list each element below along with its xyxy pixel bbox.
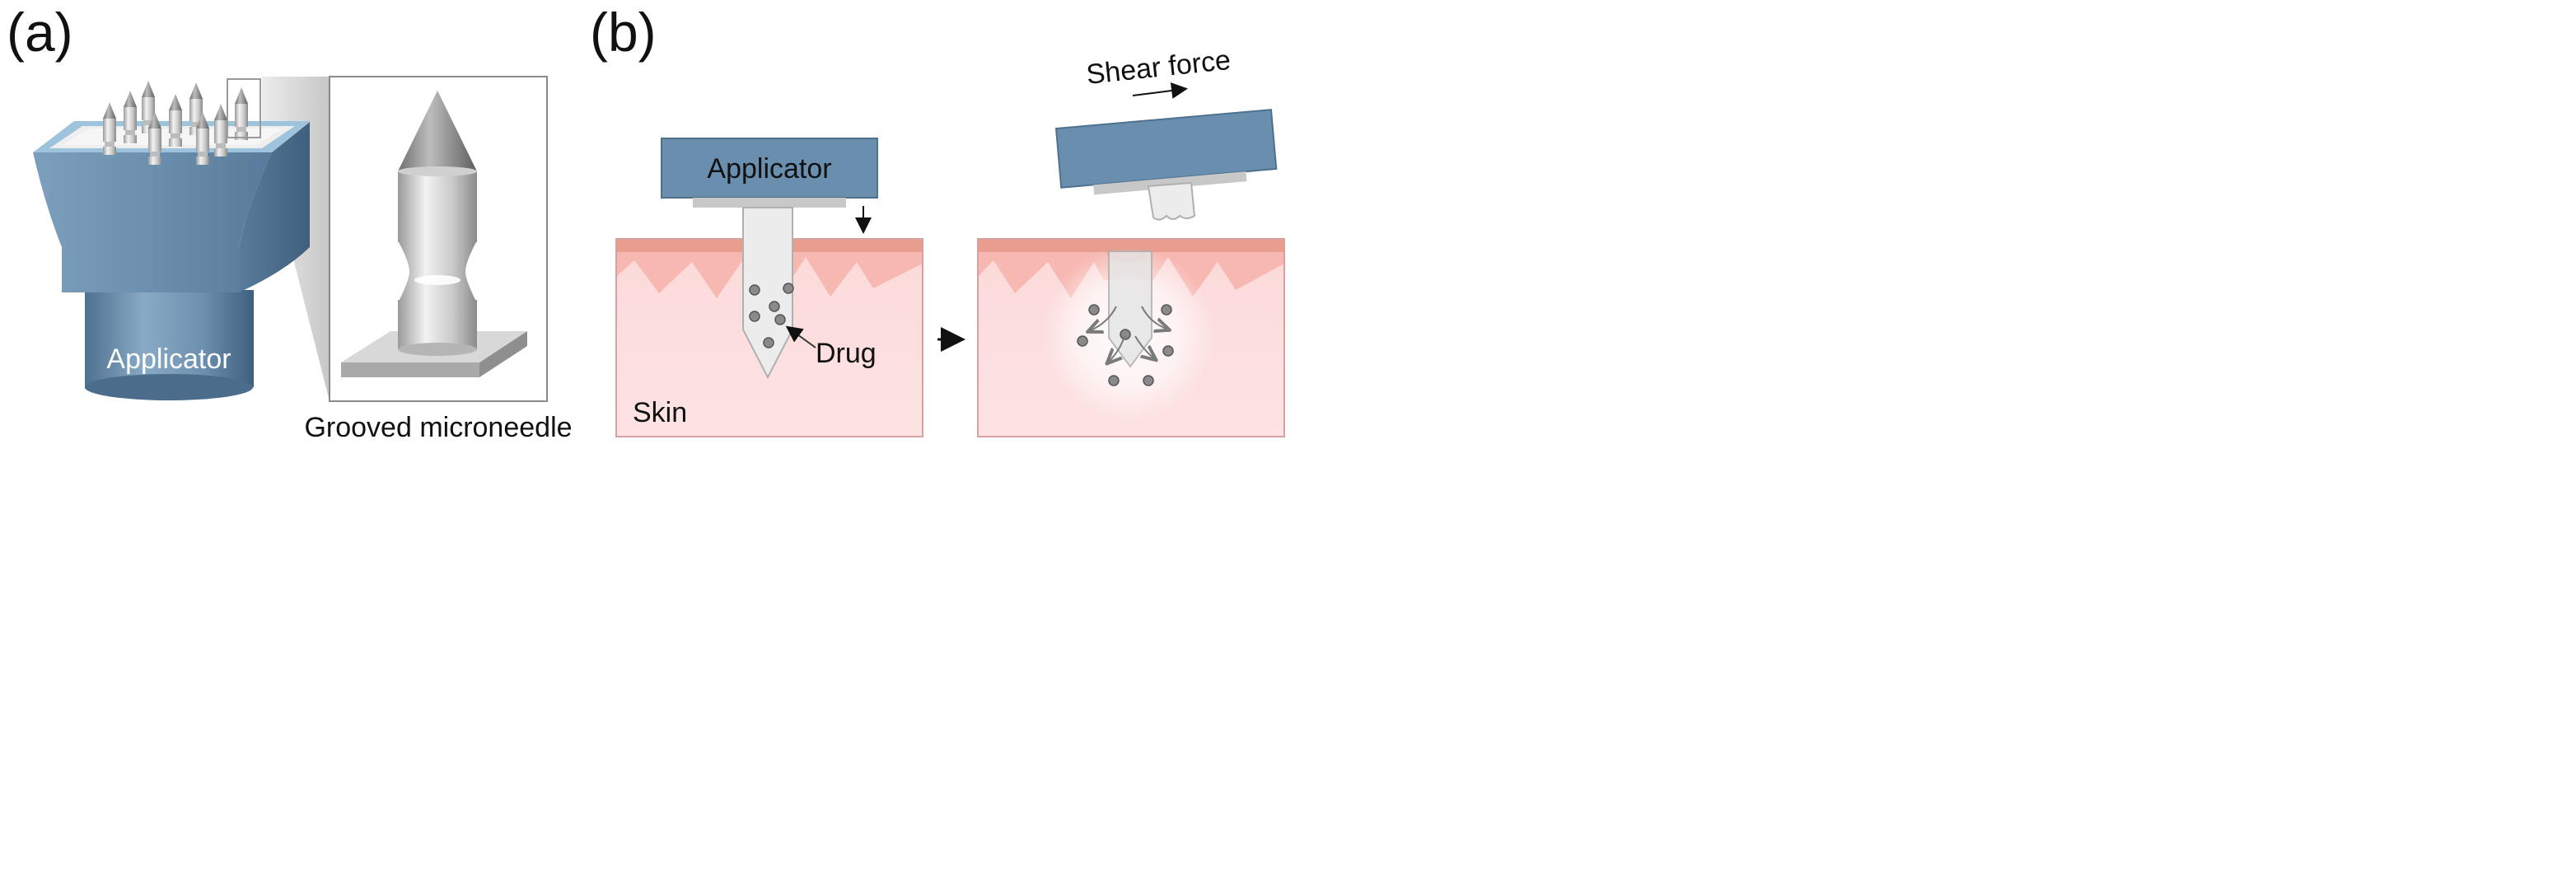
microneedle [169,94,182,147]
zoom-panel [329,76,548,402]
microneedle [235,87,248,140]
broken-needle-base [1147,181,1196,221]
shear-arrow [1132,82,1188,99]
skin-block-right [977,238,1285,437]
drug-particle [1120,329,1131,340]
applicator-label-b: Applicator [707,153,831,185]
drug-particle [769,301,780,312]
applicator-left [661,138,878,380]
applicator-body [33,121,310,292]
drug-particle [749,284,760,296]
microneedle [103,102,116,155]
panel-a: (a) [7,2,573,443]
drug-particle [1108,375,1120,386]
grooved-microneedle-caption: Grooved microneedle [304,412,572,443]
applicator-label-a: Applicator [106,344,231,375]
drug-pointer [785,325,816,348]
drug-particle [1161,304,1172,316]
drug-particle [783,283,794,294]
microneedle [214,104,227,157]
skin-label: Skin [633,397,687,428]
diffusion-arrows [1089,306,1168,362]
drug-particle [1162,345,1174,357]
applicator-right-tilted [1054,109,1278,195]
drug-particle [763,337,774,348]
drug-dots-right [1077,304,1174,386]
zoom-highlight-box [227,78,261,138]
drug-particle [1143,375,1154,386]
microneedle [148,112,161,165]
microneedle [124,91,137,143]
drug-particle [774,314,786,325]
panel-a-label: (a) [7,2,73,63]
applicator-cylinder [85,290,254,400]
panel-b-label: (b) [590,2,657,63]
shear-force-label: Shear force [1085,44,1232,91]
drug-dots-left [749,283,794,348]
drug-particle [1088,304,1100,316]
microneedle [196,112,209,165]
needle-array [103,81,248,165]
drug-particle [749,311,760,322]
panel-b: (b) Applicator Drug Skin [590,2,1285,437]
drug-particle [1077,335,1088,347]
drug-label: Drug [816,338,877,369]
